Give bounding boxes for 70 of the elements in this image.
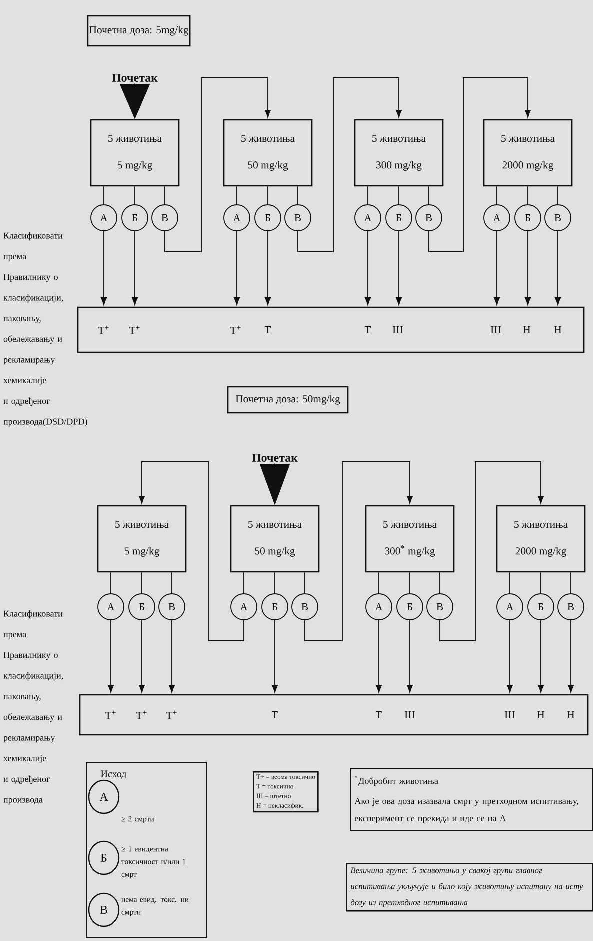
class-code: Т$^{+}$ bbox=[129, 326, 140, 334]
class-code: Н bbox=[523, 326, 531, 334]
arrow bbox=[507, 620, 514, 693]
class-code: Т$^{+}$ bbox=[136, 710, 147, 720]
dose-group-box: 5 животиња 50 mg/kg bbox=[230, 505, 320, 573]
dose-group-box: 5 животиња 5 mg/kg bbox=[90, 119, 180, 187]
class-code: Т bbox=[364, 326, 372, 334]
start-label: Почетак bbox=[252, 454, 298, 462]
arrow bbox=[108, 620, 114, 693]
group-size-note-box: Величина групе: 5 животиња у свакој групи главног испитивања укључује и било коју животињу испитану на исту дозу из претходног испитивања bbox=[346, 863, 593, 912]
arrow bbox=[538, 620, 544, 693]
connector-line bbox=[110, 572, 112, 594]
arrow bbox=[525, 231, 532, 306]
classification-note: Класификовати према Правилнику о класификацији, паковању, обележавању и рекламирању хемикалије и одређеног производа(DSD/DPD) bbox=[4, 232, 88, 427]
start-dose-box: Почетна доза: 5mg/kg bbox=[87, 15, 191, 47]
class-code: Т$^{+}$ bbox=[105, 710, 116, 720]
arrow bbox=[132, 231, 138, 306]
start-label: Почетак bbox=[112, 74, 158, 82]
connector-line bbox=[164, 186, 166, 205]
connector-line bbox=[398, 186, 400, 205]
arrow bbox=[139, 620, 145, 693]
class-code: Н bbox=[537, 712, 545, 718]
class-code: Ш bbox=[490, 326, 502, 334]
arrow bbox=[407, 620, 414, 693]
dose-group-box: 5 животиња 300 mg/kg bbox=[354, 119, 444, 187]
arrow bbox=[396, 231, 402, 306]
class-code: Ш bbox=[404, 712, 416, 718]
dose-group-box: 5 животиња 300$^{*}$ mg/kg bbox=[365, 505, 455, 573]
class-code: Т$^{+}$ bbox=[98, 326, 109, 334]
dose-group-box: 5 животиња 2000 mg/kg bbox=[483, 119, 573, 187]
class-code: Ш bbox=[392, 326, 404, 334]
arrow bbox=[234, 231, 240, 306]
arrow bbox=[169, 620, 175, 693]
connector-line bbox=[274, 572, 276, 594]
class-code: Т bbox=[264, 326, 272, 334]
class-code: Н bbox=[554, 326, 562, 334]
class-code: Т$^{+}$ bbox=[166, 710, 177, 720]
class-code: Н bbox=[567, 712, 575, 718]
arrow bbox=[272, 620, 278, 693]
arrow bbox=[555, 231, 562, 306]
connector-line bbox=[428, 186, 430, 205]
arrow bbox=[265, 231, 271, 306]
arrow bbox=[304, 462, 414, 642]
connector-line bbox=[134, 186, 136, 205]
arrow bbox=[376, 620, 382, 693]
dose-group-box: 5 животиња 5 mg/kg bbox=[97, 505, 187, 573]
connector-line bbox=[304, 572, 306, 594]
arrow bbox=[440, 462, 544, 642]
dose-group-box: 5 животиња 50 mg/kg bbox=[223, 119, 313, 187]
welfare-note-box: $^{*}$Добробит животиња Ако је ова доза изазвала смрт у претходном испитивању, експеримент се прекида и иде се на А bbox=[350, 768, 593, 832]
class-code: Т$^{+}$ bbox=[230, 326, 241, 334]
connector-line bbox=[496, 186, 498, 205]
dose-group-box: 5 животиња 2000 mg/kg bbox=[496, 505, 586, 573]
arrow bbox=[164, 78, 271, 252]
connector-line bbox=[236, 186, 238, 205]
arrow bbox=[494, 231, 500, 306]
class-code: Ш bbox=[504, 712, 516, 718]
classification-note: Класификовати према Правилнику о класификацији, паковању, обележавању и рекламирању хемикалије и одређеног производа bbox=[4, 610, 64, 805]
connector-line bbox=[540, 572, 542, 594]
arrow bbox=[428, 78, 532, 252]
class-code: Т bbox=[376, 712, 382, 718]
arrow bbox=[365, 231, 372, 306]
arrow bbox=[298, 78, 402, 252]
arrow bbox=[568, 620, 574, 693]
arrow bbox=[139, 462, 244, 642]
arrow bbox=[101, 231, 108, 306]
start-dose-box: Почетна доза: 50mg/kg bbox=[227, 386, 349, 414]
connector-line bbox=[378, 572, 380, 594]
class-code: Т bbox=[272, 712, 278, 718]
connector-line bbox=[570, 572, 572, 594]
